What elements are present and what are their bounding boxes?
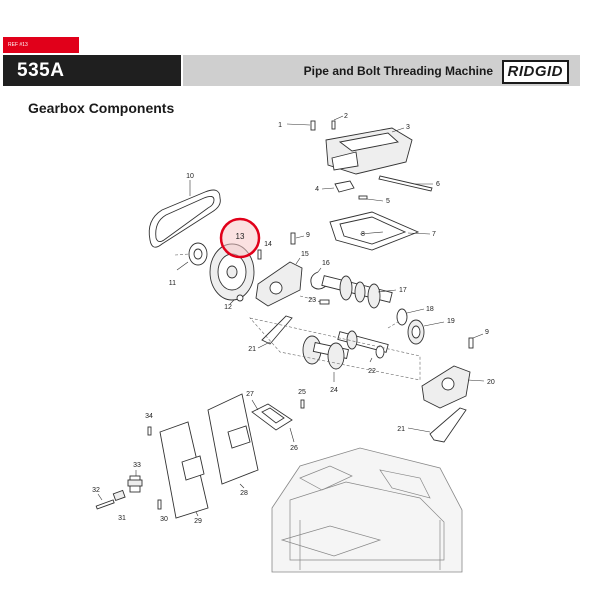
callout-1: 1: [278, 122, 282, 129]
callout-5: 5: [386, 198, 390, 205]
callout-24: 24: [330, 387, 338, 394]
callout-9a: 9: [306, 232, 310, 239]
callout-8: 8: [361, 231, 365, 238]
part-5-screw: [358, 195, 384, 202]
header-title: Pipe and Bolt Threading Machine: [303, 64, 493, 78]
callout-2: 2: [344, 113, 348, 120]
callout-4: 4: [315, 186, 319, 193]
callout-19: 19: [447, 318, 455, 325]
part-9-screw: [290, 232, 484, 349]
callout-33: 33: [133, 462, 141, 469]
part-7-8-guard: [329, 211, 431, 251]
callout-16: 16: [322, 260, 330, 267]
header-bar: 535A Pipe and Bolt Threading Machine RID…: [3, 55, 580, 86]
part-17-gear-shaft: [321, 275, 397, 309]
callout-11: 11: [169, 280, 176, 287]
part-3-gearbox-cover: [325, 127, 413, 175]
callout-17: 17: [399, 287, 407, 294]
callout-10: 10: [186, 173, 194, 180]
part-6-rod: [378, 175, 433, 192]
highlight-label: 13: [236, 232, 245, 241]
part-19-bearing: [407, 319, 445, 345]
callout-30: 30: [160, 516, 168, 523]
callout-21b: 21: [397, 426, 405, 433]
part-24-spindle: [302, 335, 349, 382]
part-10-belt: [148, 180, 221, 248]
part-4-block: [321, 180, 355, 193]
part-14-pin: [257, 249, 262, 260]
callout-numbers: 1 2 3 4 5 6 7 8 9 10 11 12 13 14 15 16 1…: [92, 113, 495, 525]
callout-15: 15: [301, 251, 309, 258]
header-band: Pipe and Bolt Threading Machine RIDGID: [183, 55, 580, 86]
callout-34: 34: [145, 413, 153, 420]
callout-18: 18: [426, 306, 434, 313]
callout-26: 26: [290, 445, 298, 452]
part-11-pulley: [174, 242, 208, 271]
callout-14: 14: [264, 241, 272, 248]
callout-21a: 21: [248, 346, 256, 353]
part-30-screw: [157, 499, 162, 510]
part-21-bracket: [257, 315, 467, 443]
part-22-shaft: [337, 330, 389, 363]
brand-logo: RIDGID: [501, 60, 569, 84]
callout-22: 22: [368, 368, 376, 375]
dashed-routing: [249, 295, 421, 381]
model-label: 535A: [17, 60, 65, 81]
part-25-pin: [300, 399, 305, 409]
machine-base-frame: [271, 447, 463, 573]
part-2-screw: [331, 115, 344, 130]
part-28-gasket-plate: [207, 393, 259, 489]
part-34-screw: [147, 426, 152, 436]
highlight-ref-13: 13: [219, 217, 261, 259]
part-23-bolt: [317, 299, 330, 305]
callout-23: 23: [308, 297, 316, 304]
callout-27: 27: [246, 391, 254, 398]
ref-tab: REF #13: [3, 37, 79, 53]
part-12-large-pulley: [209, 243, 255, 305]
part-26-27-gasket: [251, 399, 295, 443]
section-title: Gearbox Components: [28, 100, 175, 116]
part-18-ring: [396, 308, 425, 326]
callout-7: 7: [432, 231, 436, 238]
part-1-bolt: [286, 120, 316, 131]
part-15-housing: [255, 257, 303, 307]
callout-20: 20: [487, 379, 495, 386]
callout-28: 28: [240, 490, 248, 497]
callout-6: 6: [436, 181, 440, 188]
part-33-fitting: [127, 470, 143, 493]
callout-3: 3: [406, 124, 410, 131]
part-29-cover-plate: [159, 421, 209, 519]
callout-9b: 9: [485, 329, 489, 336]
part-20-end-housing: [421, 365, 485, 409]
callout-25: 25: [298, 389, 306, 396]
callout-29: 29: [194, 518, 202, 525]
model-box: 535A: [3, 55, 181, 86]
part-31-32-spring: [95, 489, 126, 510]
callout-12: 12: [224, 304, 232, 311]
callout-31: 31: [118, 515, 126, 522]
callout-32: 32: [92, 487, 100, 494]
